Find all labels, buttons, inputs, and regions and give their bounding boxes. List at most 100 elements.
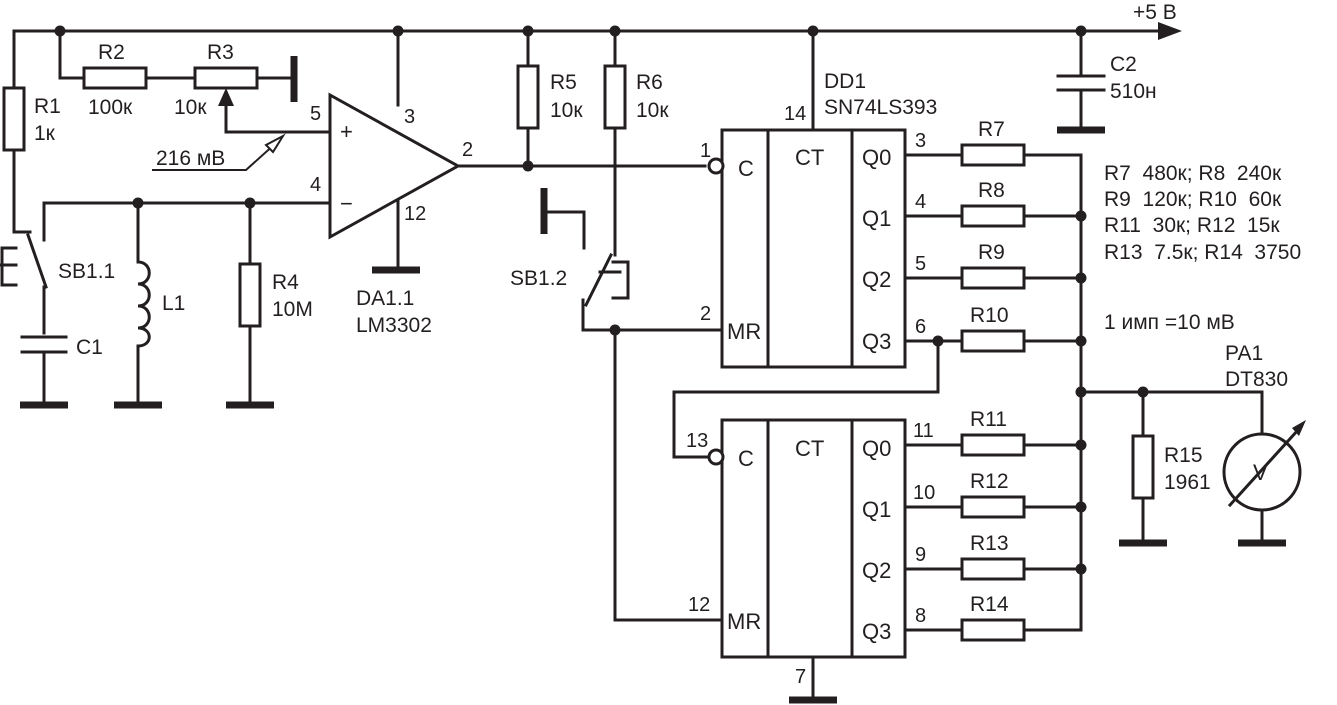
r3-value: 10к [174, 96, 207, 119]
opamp-minus: − [340, 191, 353, 216]
c1-pin-clock: 1 [700, 140, 711, 162]
opamp-pin5: 5 [310, 103, 321, 125]
l1-inductor [114, 201, 162, 409]
r4-label: R4 [272, 271, 299, 294]
c1-q1: Q1 [862, 206, 891, 231]
r11-label: R11 [970, 408, 1007, 431]
dd1-label: DD1 [824, 70, 866, 93]
supply-label: +5 В [1133, 1, 1177, 24]
vref-label: 216 мВ [156, 147, 225, 170]
c1-outpin-3: 3 [915, 130, 926, 152]
sb12-switch [540, 188, 630, 332]
c2-outpin-11: 11 [913, 420, 934, 442]
r1-value: 1к [34, 122, 56, 145]
r1-label: R1 [34, 95, 61, 118]
sb11-label: SB1.1 [58, 260, 115, 283]
cascade-wire [672, 339, 940, 459]
r2-value: 100к [88, 96, 133, 119]
c2-outpin-8: 8 [915, 605, 926, 627]
c2-mr-label: MR [727, 609, 761, 634]
c1-q3: Q3 [862, 329, 891, 354]
opamp-da11 [328, 29, 707, 274]
r2-resistor [58, 29, 197, 90]
c1-q2: Q2 [862, 267, 891, 292]
c2-pin-mr: 12 [688, 594, 710, 616]
c2-label: C2 [1110, 53, 1137, 76]
r15-label: R15 [1164, 444, 1203, 467]
l1-label: L1 [162, 292, 185, 315]
c1-pin-vcc: 14 [784, 103, 806, 125]
c1-label: C1 [76, 336, 103, 359]
values-line-2: R9 120к; R10 60к [1104, 188, 1282, 211]
c2-value: 510н [1110, 80, 1157, 103]
opamp-plus: + [340, 119, 353, 144]
c2-pin-clock: 13 [686, 430, 708, 452]
r3-potentiometer [193, 56, 332, 134]
c2-q1: Q1 [862, 497, 891, 522]
opamp-pin3: 3 [404, 106, 415, 128]
c1-mr-label: MR [727, 319, 761, 344]
pa1-voltmeter [1222, 420, 1306, 547]
pa1-label: PA1 [1225, 342, 1263, 365]
c1-pin-mr: 2 [700, 303, 711, 325]
meter-symbol: V [1253, 460, 1268, 485]
c2-ct-label: CT [795, 436, 824, 461]
junction-dots [54, 25, 1149, 575]
c1-outpin-6: 6 [915, 316, 926, 338]
r5-label: R5 [550, 71, 577, 94]
c2-clock-label: C [738, 446, 754, 471]
pa1-type: DT830 [1225, 368, 1288, 391]
c2-capacitor [1056, 29, 1106, 134]
scale-label: 1 имп =10 мВ [1104, 311, 1235, 334]
vref-annotation [152, 133, 286, 171]
c2-q2: Q2 [862, 558, 891, 583]
r14-label: R14 [970, 593, 1009, 616]
c1-clock-label: C [738, 156, 754, 181]
r4-resistor [226, 201, 274, 409]
counter1-block [707, 29, 907, 369]
r5-value: 10к [550, 99, 583, 122]
r12-label: R12 [970, 470, 1009, 493]
c2-q3: Q3 [862, 619, 891, 644]
r1-branch [2, 29, 32, 234]
values-line-4: R13 7.5к; R14 3750 [1104, 241, 1301, 264]
da11-label: DA1.1 [356, 287, 414, 310]
opamp-pin2: 2 [462, 139, 473, 161]
r9-label: R9 [978, 241, 1005, 264]
da11-type: LM3302 [356, 314, 432, 337]
r3-label: R3 [207, 41, 234, 64]
c1-outpin-4: 4 [915, 191, 926, 213]
values-line-1: R7 480к; R8 240к [1104, 162, 1282, 185]
r13-label: R13 [970, 532, 1009, 555]
c1-capacitor [20, 335, 68, 409]
r6-resistor [603, 29, 627, 257]
r7-label: R7 [978, 118, 1005, 141]
sb12-label: SB1.2 [510, 267, 567, 290]
r5-resistor [516, 29, 540, 168]
counter2-outputs [903, 433, 1083, 642]
c1-q0: Q0 [862, 145, 891, 170]
supply-rail [12, 22, 1182, 40]
c2-q0: Q0 [862, 436, 891, 461]
values-line-3: R11 30к; R12 15к [1104, 214, 1280, 237]
opamp-pin4: 4 [310, 174, 321, 196]
c1-outpin-5: 5 [915, 253, 926, 275]
counter2-block [707, 418, 907, 704]
c2-outpin-9: 9 [915, 544, 926, 566]
c1-ct-label: CT [795, 145, 824, 170]
r15-resistor [1119, 390, 1167, 547]
sb11-switch [0, 201, 48, 335]
r6-value: 10к [636, 99, 669, 122]
r4-value: 10M [272, 298, 313, 321]
r15-value: 1961 [1164, 471, 1211, 494]
r6-label: R6 [636, 71, 663, 94]
r10-label: R10 [970, 304, 1009, 327]
r8-label: R8 [978, 179, 1005, 202]
mr-wire [613, 328, 724, 622]
c2-outpin-10: 10 [913, 482, 935, 504]
c2-pin-gnd: 7 [795, 666, 806, 688]
opamp-pin12: 12 [404, 203, 426, 225]
r2-label: R2 [98, 41, 125, 64]
dd1-type: SN74LS393 [824, 96, 937, 119]
